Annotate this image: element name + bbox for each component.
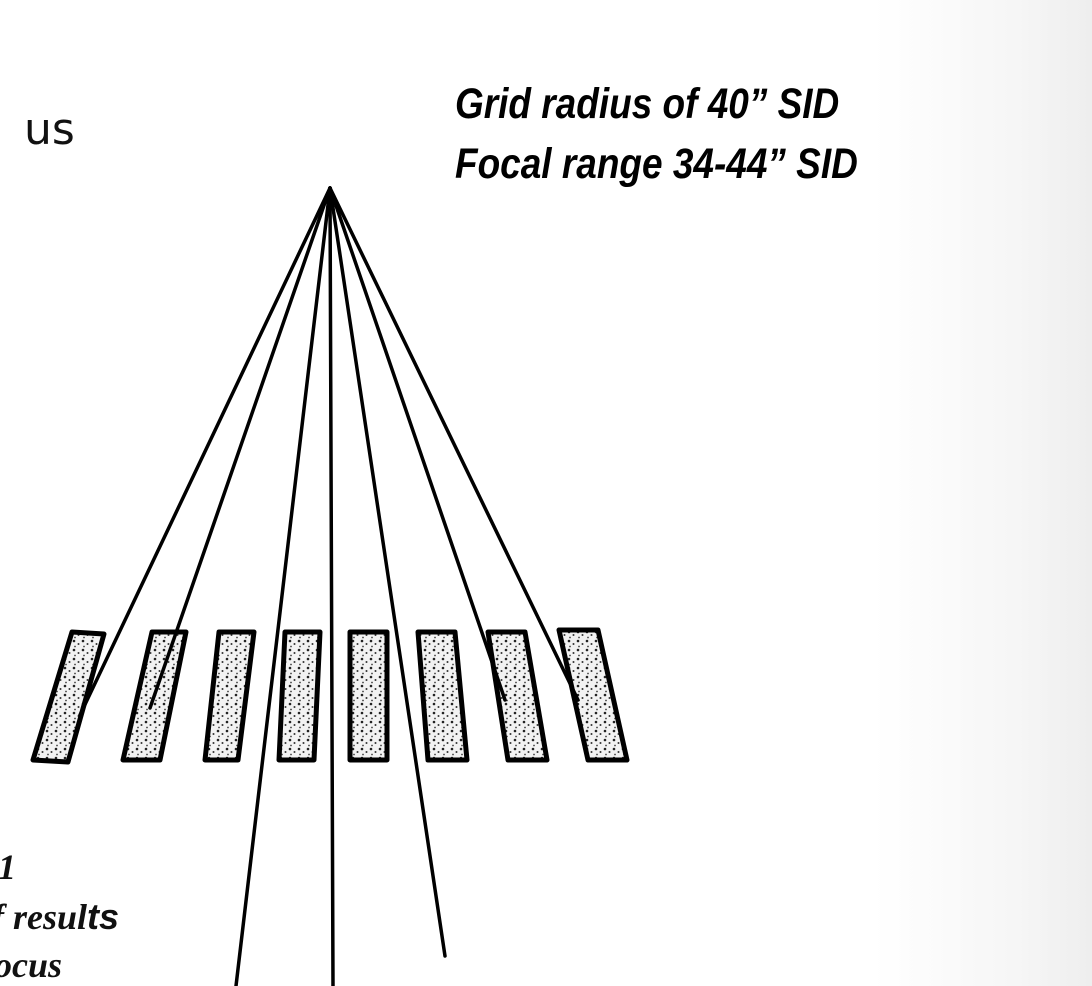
grid-strip-4 (276, 629, 323, 763)
ray-5 (328, 186, 447, 958)
ray-2 (148, 186, 332, 710)
grid-strip-7 (485, 629, 550, 763)
grid-strip-8 (556, 627, 630, 763)
caption-serif-part: f resul (0, 897, 88, 937)
ray-1 (78, 186, 332, 717)
grid-strip-1 (30, 629, 107, 765)
grid-strip-3 (202, 629, 257, 763)
convergence-rays (78, 186, 580, 986)
ray-3 (234, 186, 332, 986)
caption-fragment-line1: 1 (0, 846, 16, 888)
grid-strip-5 (347, 629, 390, 763)
heading-grid-radius: Grid radius of 40” SID (455, 80, 840, 128)
ray-7 (328, 186, 580, 702)
caption-fragment-line2: f results (0, 896, 119, 938)
grid-strip-6 (415, 629, 470, 763)
ray-4 (328, 186, 335, 986)
caption-fragment-line3: ocus (0, 945, 63, 985)
heading-focal-range: Focal range 34-44” SID (455, 140, 858, 188)
caption-sans-part: ts (87, 896, 120, 937)
ray-6 (328, 186, 507, 702)
slide-title-fragment: us (24, 104, 75, 155)
